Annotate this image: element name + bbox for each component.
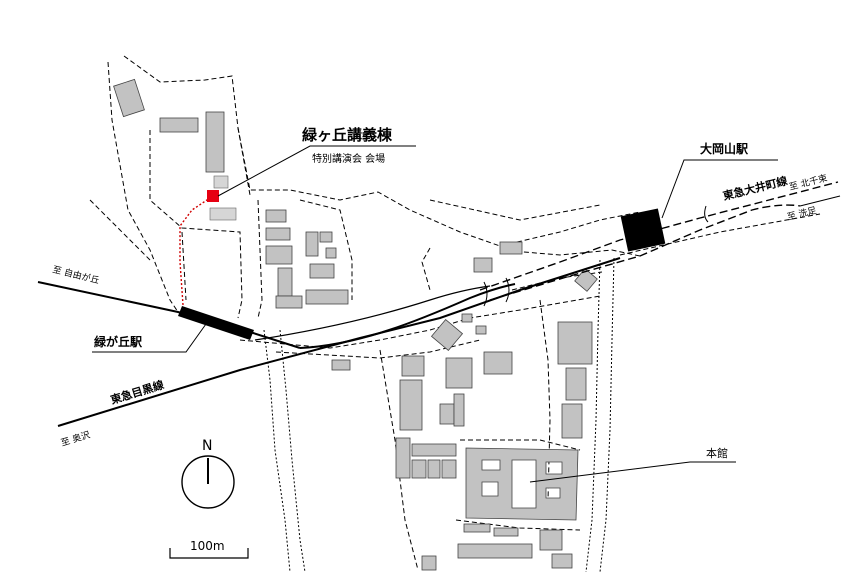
building xyxy=(159,117,199,133)
midorigaoka-station-label: 緑が丘駅 xyxy=(94,334,143,349)
to-okusawa-label: 至 奥沢 xyxy=(59,429,91,449)
building xyxy=(275,295,303,309)
to-senzoku-label: 至 洗足 xyxy=(786,204,818,223)
building xyxy=(205,111,225,173)
building xyxy=(557,321,593,365)
building xyxy=(305,289,349,305)
building xyxy=(277,267,293,297)
oimachi-line-track xyxy=(479,181,839,291)
building xyxy=(453,393,465,427)
building xyxy=(331,359,351,371)
building xyxy=(427,459,441,479)
building xyxy=(461,313,473,323)
scale-bar: 100m xyxy=(169,539,249,559)
building xyxy=(319,231,333,243)
building xyxy=(265,227,291,241)
building xyxy=(401,355,425,377)
building xyxy=(411,459,427,479)
building xyxy=(574,268,598,292)
building xyxy=(499,241,523,255)
venue-title: 緑ヶ丘講義棟 xyxy=(302,126,393,144)
building xyxy=(457,543,533,559)
building xyxy=(473,257,493,273)
scale-label: 100m xyxy=(190,539,225,553)
building xyxy=(539,529,563,551)
oimachi-line-label: 東急大井町線 xyxy=(721,173,788,203)
building xyxy=(309,263,335,279)
road-network xyxy=(89,55,821,573)
building xyxy=(209,207,237,221)
building xyxy=(305,231,319,257)
building xyxy=(265,209,287,223)
track-mark xyxy=(483,281,488,307)
oimachi-line-track xyxy=(489,204,801,301)
building xyxy=(411,443,457,457)
building xyxy=(325,247,337,259)
midorigaoka-station-platform xyxy=(178,306,254,340)
main-building xyxy=(465,447,579,521)
building xyxy=(213,175,229,189)
building xyxy=(399,379,423,431)
venue-marker-icon xyxy=(207,190,219,202)
track-mark xyxy=(704,205,709,223)
north-label: N xyxy=(202,438,212,454)
ookayama-station-label: 大岡山駅 xyxy=(700,141,749,156)
building xyxy=(430,318,464,352)
building xyxy=(445,357,473,389)
meguro-line-curve xyxy=(254,285,491,341)
meguro-line-track xyxy=(57,257,621,427)
track-mark xyxy=(505,277,510,303)
building xyxy=(493,527,519,537)
railway-lines xyxy=(37,181,841,427)
building xyxy=(439,403,455,425)
building xyxy=(561,403,583,439)
building xyxy=(265,245,293,265)
building xyxy=(483,351,513,375)
meguro-line-curve xyxy=(299,283,516,349)
building xyxy=(441,459,457,479)
building xyxy=(421,555,437,571)
venue-subtitle: 特別講演会 会場 xyxy=(312,152,385,165)
building-group xyxy=(113,78,598,571)
meguro-line-track xyxy=(37,281,301,349)
oimachi-line-track xyxy=(799,195,841,207)
building xyxy=(395,437,411,479)
building xyxy=(113,78,145,118)
building xyxy=(565,367,587,401)
building xyxy=(463,523,491,533)
walking-route xyxy=(179,197,211,306)
building xyxy=(551,553,573,569)
compass-north-icon: N xyxy=(181,438,235,509)
ookayama-station-platform xyxy=(620,208,666,252)
to-jiyugaoka-label: 至 自由が丘 xyxy=(51,263,100,286)
main-building-label: 本館 xyxy=(706,446,728,460)
stations xyxy=(178,208,666,340)
building xyxy=(475,325,487,335)
leader-lines xyxy=(92,145,778,483)
